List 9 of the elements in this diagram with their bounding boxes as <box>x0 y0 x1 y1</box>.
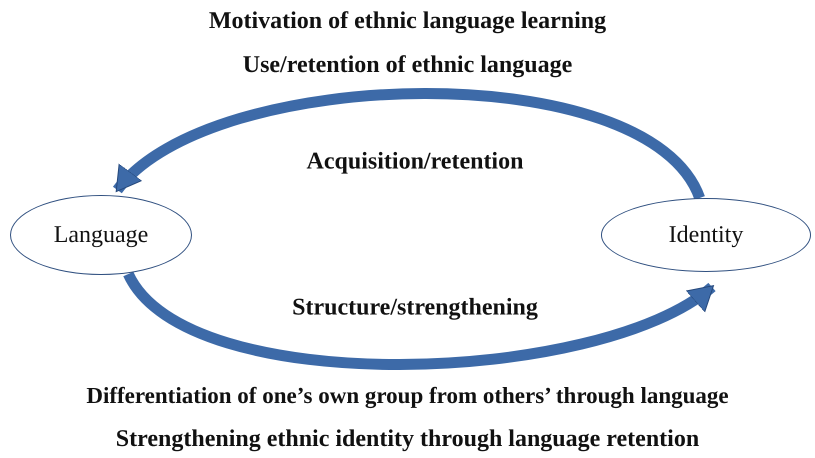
note-text: Use/retention of ethnic language <box>242 52 572 78</box>
note-text: Strengthening ethnic identity through language retention <box>116 426 700 452</box>
node-label: Identity <box>668 222 744 248</box>
edge-label: Acquisition/retention <box>304 148 526 176</box>
note-text: Motivation of ethnic language learning <box>208 8 606 34</box>
curved-arrow <box>124 270 716 370</box>
node-label: Language <box>54 222 148 248</box>
note-text: Differentiation of one’s own group from others’ through language <box>86 383 729 408</box>
curved-arrow <box>114 88 704 201</box>
